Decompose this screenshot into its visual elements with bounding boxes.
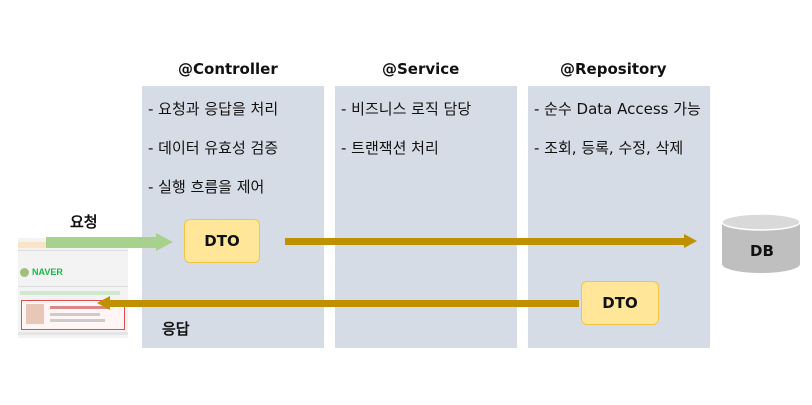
service-bullet: - 트랜잭션 처리 <box>341 139 439 157</box>
controller-bullet: - 실행 흐름을 제어 <box>148 178 265 196</box>
service-panel <box>335 86 517 348</box>
request-label: 요청 <box>70 213 98 231</box>
response-arrow-head <box>97 296 110 310</box>
controller-panel <box>142 86 324 348</box>
db-label: DB <box>750 242 774 260</box>
service-bullet: - 비즈니스 로직 담당 <box>341 100 472 118</box>
dto-response-box: DTO <box>581 281 659 325</box>
database-cylinder <box>721 213 801 273</box>
repository-title: @Repository <box>560 60 667 78</box>
response-label: 응답 <box>162 320 190 338</box>
response-arrow-body <box>109 300 579 307</box>
request-arrow-head <box>156 233 173 251</box>
browser-thumbnail: NAVER <box>18 238 128 338</box>
forward-arrow-body <box>285 238 685 245</box>
forward-arrow-head <box>684 234 697 248</box>
service-title: @Service <box>382 60 460 78</box>
controller-title: @Controller <box>178 60 278 78</box>
request-arrow-body <box>46 237 158 248</box>
repository-bullet: - 조회, 등록, 수정, 삭제 <box>534 139 684 157</box>
naver-logo <box>20 268 29 277</box>
dto-request-box: DTO <box>184 219 260 263</box>
controller-bullet: - 요청과 응답을 처리 <box>148 100 279 118</box>
naver-brand: NAVER <box>32 267 63 277</box>
repository-bullet: - 순수 Data Access 가능 <box>534 100 701 118</box>
controller-bullet: - 데이터 유효성 검증 <box>148 139 279 157</box>
